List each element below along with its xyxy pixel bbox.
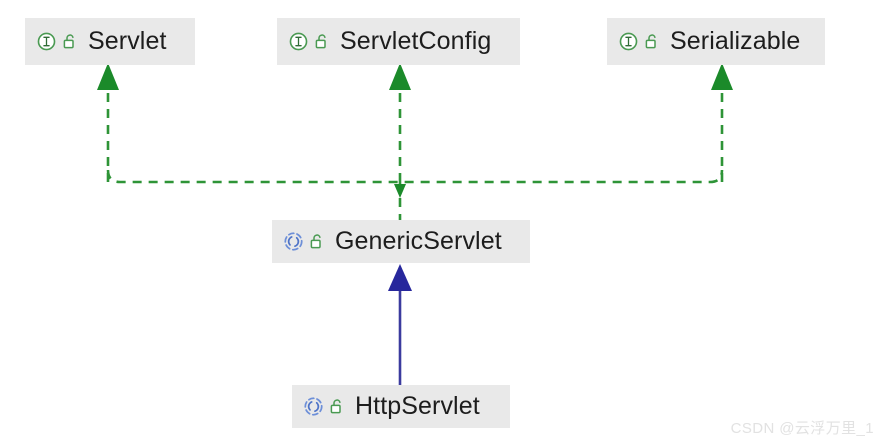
node-icons-servletconfig	[288, 31, 330, 52]
node-label-serializable: Serializable	[670, 27, 801, 55]
node-servlet[interactable]: Servlet	[25, 18, 195, 65]
arrowhead-bus-junction	[394, 184, 406, 198]
watermark-text: CSDN @云浮万里_1	[730, 420, 874, 437]
unlocked-padlock-icon	[330, 399, 341, 414]
unlocked-padlock-icon	[315, 34, 326, 49]
arrowhead-serializable	[711, 63, 733, 90]
node-icons-httpservlet	[303, 396, 345, 417]
unlocked-padlock-icon	[63, 34, 74, 49]
class-c-icon	[304, 397, 323, 416]
node-servletconfig[interactable]: ServletConfig	[277, 18, 520, 65]
node-httpservlet[interactable]: HttpServlet	[292, 385, 510, 428]
arrowhead-servlet	[97, 63, 119, 90]
node-label-servletconfig: ServletConfig	[340, 27, 492, 55]
node-label-httpservlet: HttpServlet	[355, 392, 480, 420]
interface-i-icon	[619, 32, 638, 51]
node-icons-serializable	[618, 31, 660, 52]
extends-edge-group	[388, 264, 412, 385]
node-genericservlet[interactable]: GenericServlet	[272, 220, 530, 263]
implements-edge-group	[97, 63, 733, 220]
node-serializable[interactable]: Serializable	[607, 18, 825, 65]
interface-i-icon	[37, 32, 56, 51]
unlocked-padlock-icon	[310, 234, 321, 249]
node-icons-servlet	[36, 31, 78, 52]
unlocked-padlock-icon	[645, 34, 656, 49]
node-label-servlet: Servlet	[88, 27, 167, 55]
class-c-icon	[284, 232, 303, 251]
arrowhead-genericservlet	[388, 264, 412, 291]
node-icons-genericservlet	[283, 231, 325, 252]
arrowhead-servletconfig	[389, 63, 411, 90]
interface-i-icon	[289, 32, 308, 51]
implements-edge-bus	[106, 169, 724, 184]
node-label-genericservlet: GenericServlet	[335, 227, 502, 255]
